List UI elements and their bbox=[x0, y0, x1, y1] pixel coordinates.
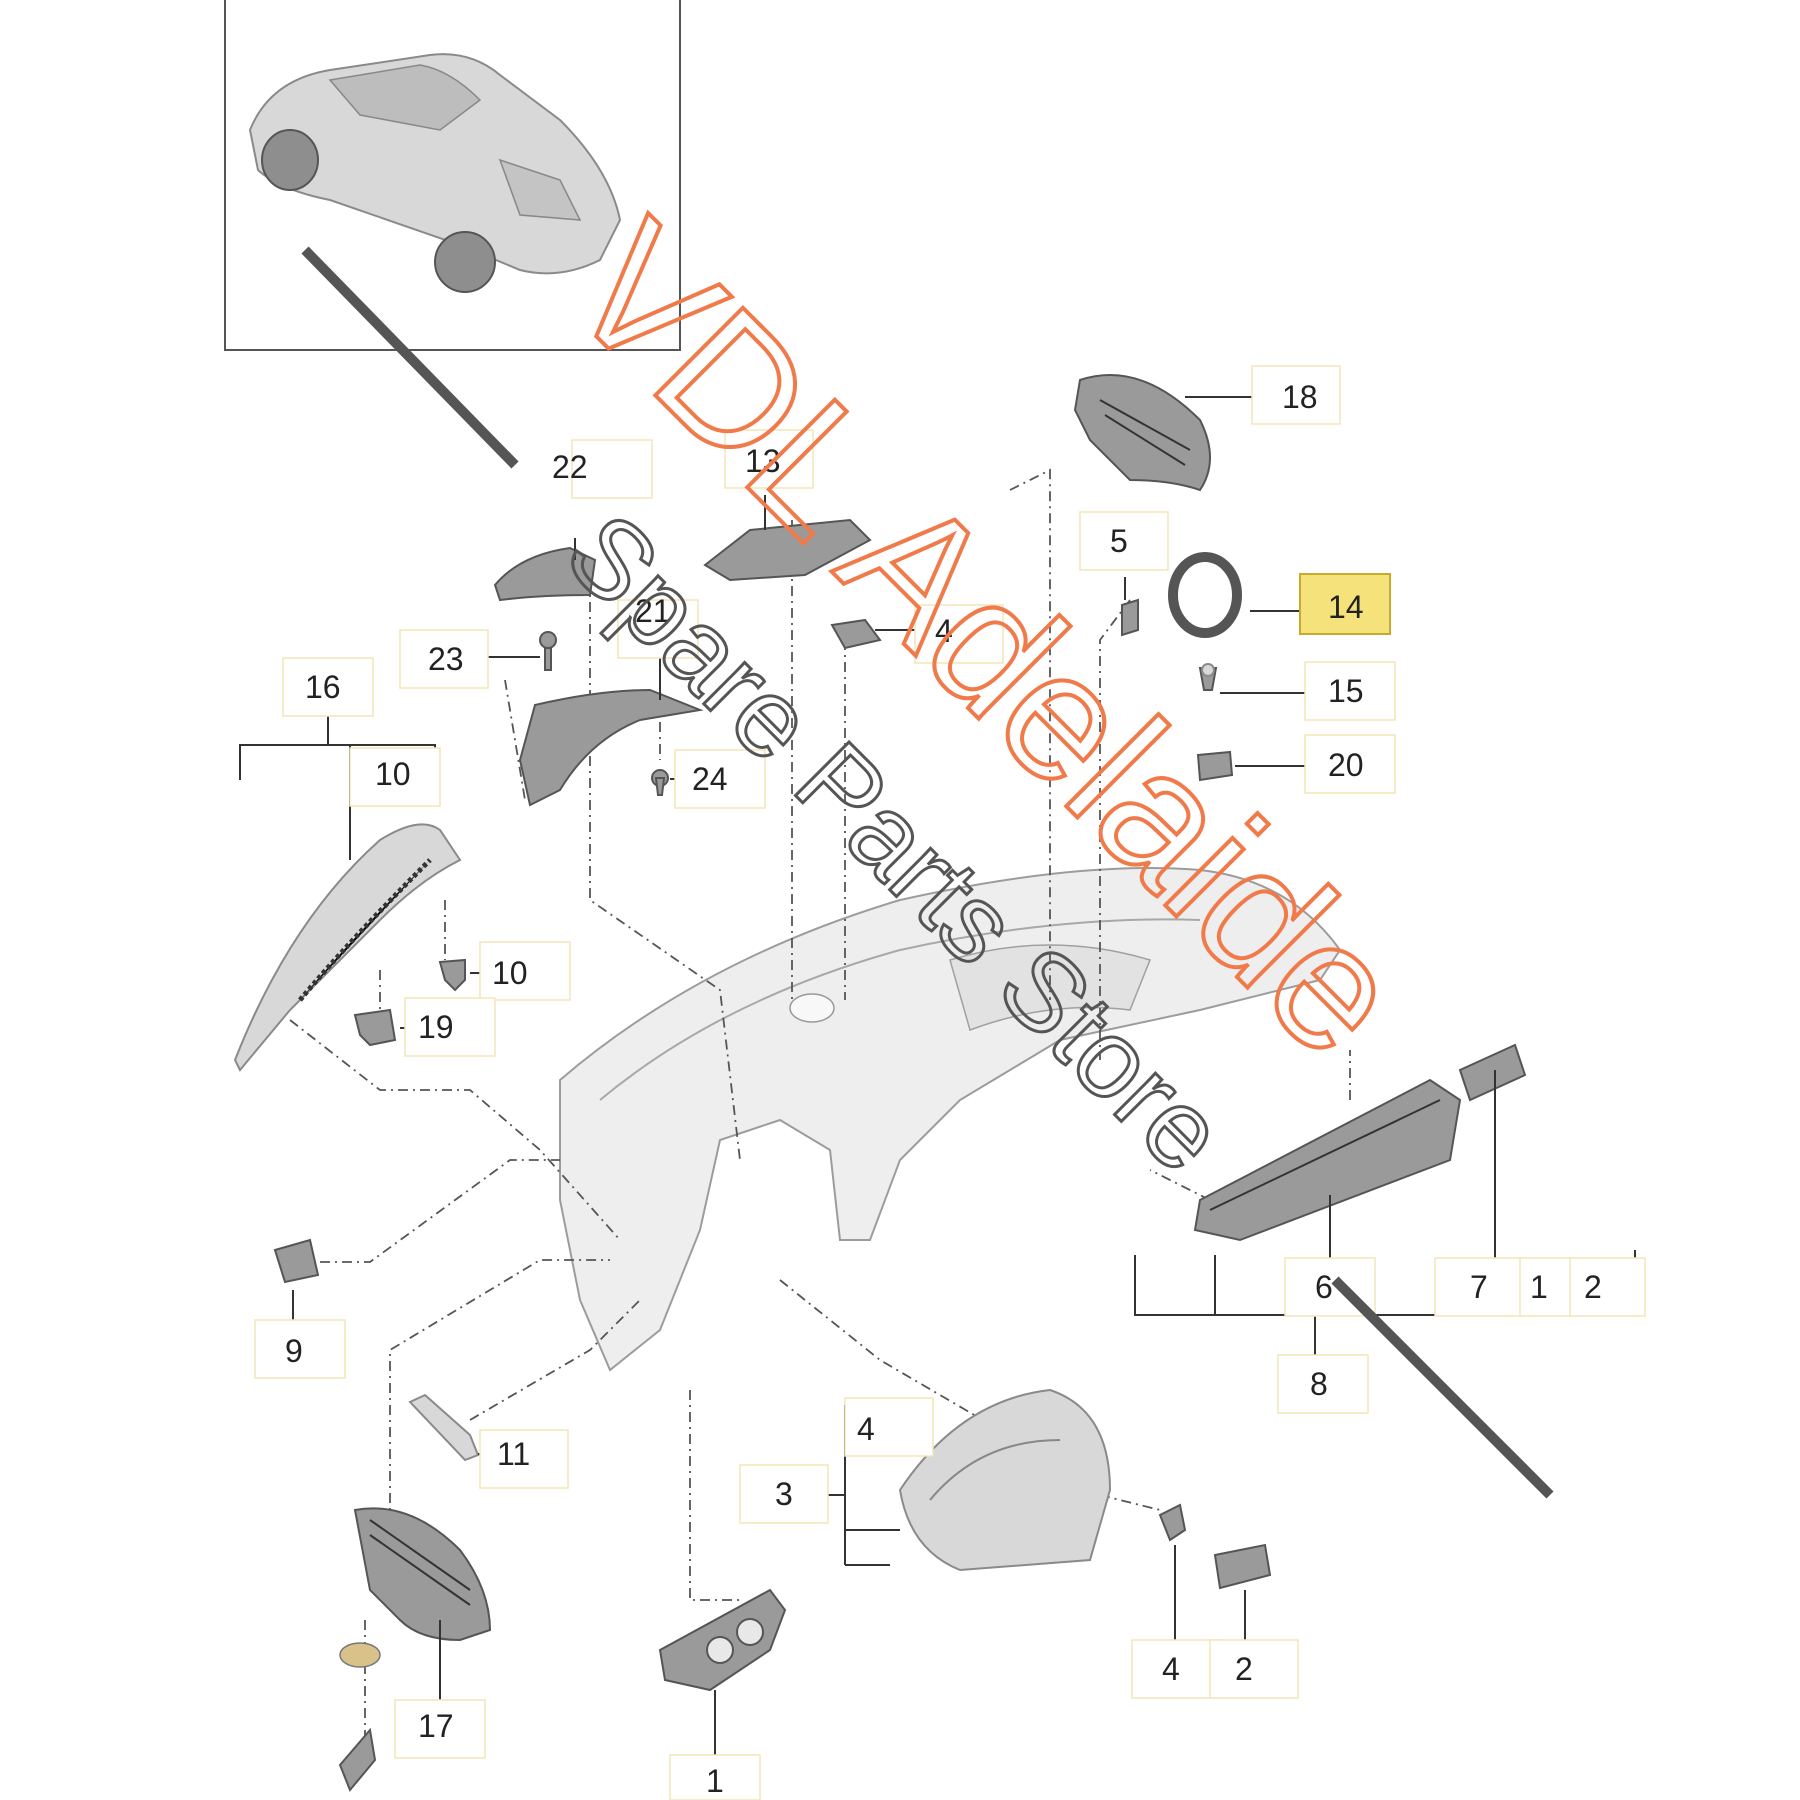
part-13-cover bbox=[703, 518, 872, 582]
vehicle-thumbnail bbox=[224, 0, 681, 351]
callout-3: 3 bbox=[775, 1476, 793, 1512]
part-11-bracket bbox=[408, 1393, 480, 1462]
callout-24: 24 bbox=[692, 761, 728, 797]
callout-20: 20 bbox=[1328, 747, 1364, 783]
callout-17: 17 bbox=[418, 1708, 454, 1744]
part-4-clip-lower bbox=[1158, 1503, 1187, 1542]
part-5-clip bbox=[1121, 598, 1139, 637]
part-23-screw bbox=[539, 631, 557, 671]
watermark-strokes bbox=[301, 246, 1554, 1499]
part-6-glovebox bbox=[1193, 1078, 1462, 1242]
callout-6: 6 bbox=[1315, 1269, 1333, 1305]
callout-7: 7 bbox=[1470, 1269, 1488, 1305]
part-14-ring bbox=[1168, 552, 1242, 638]
callout-15: 15 bbox=[1328, 673, 1364, 709]
part-15-screw bbox=[1198, 663, 1218, 691]
part-1-bezel bbox=[658, 1588, 787, 1692]
callout-22: 22 bbox=[552, 449, 588, 485]
part-4-clip-upper bbox=[830, 618, 882, 650]
assembly-lines bbox=[289, 468, 1351, 1740]
part-9-piece bbox=[273, 1238, 320, 1284]
callout-9: 9 bbox=[285, 1333, 303, 1369]
callout-4-upper: 4 bbox=[935, 613, 953, 649]
part-7-trim bbox=[1458, 1043, 1527, 1102]
callout-4-lower: 4 bbox=[1162, 1651, 1180, 1687]
part-21-trim bbox=[518, 688, 704, 807]
callouts: 18 22 13 5 14 4 21 23 15 16 20 24 10 10 … bbox=[254, 365, 1646, 1800]
callout-1-bottom: 1 bbox=[706, 1763, 724, 1799]
callout-1-right: 1 bbox=[1530, 1269, 1548, 1305]
callout-2-lower: 2 bbox=[1235, 1651, 1253, 1687]
callout-18: 18 bbox=[1282, 379, 1318, 415]
callout-11: 11 bbox=[497, 1436, 530, 1472]
part-22-cover bbox=[493, 546, 597, 602]
callout-4-mid: 4 bbox=[857, 1411, 875, 1447]
part-10-clip bbox=[438, 958, 466, 992]
callout-5: 5 bbox=[1110, 523, 1128, 559]
part-17-vent bbox=[338, 1507, 492, 1792]
part-2-switch-lower bbox=[1213, 1543, 1272, 1590]
callout-16: 16 bbox=[305, 669, 341, 705]
callout-23: 23 bbox=[428, 641, 464, 677]
callout-14: 14 bbox=[1328, 589, 1364, 625]
callout-21: 21 bbox=[635, 593, 671, 629]
callout-8: 8 bbox=[1310, 1366, 1328, 1402]
part-24-screw bbox=[651, 769, 669, 796]
callout-10-upper: 10 bbox=[375, 756, 411, 792]
part-20-clip bbox=[1196, 750, 1234, 782]
part-19-clip bbox=[353, 1008, 397, 1047]
callout-10-lower: 10 bbox=[492, 955, 528, 991]
callout-19: 19 bbox=[418, 1009, 454, 1045]
callout-2-right: 2 bbox=[1584, 1269, 1602, 1305]
part-10-side-vent bbox=[233, 823, 462, 1072]
part-18-vent bbox=[1073, 374, 1211, 492]
part-3-instrument-cover bbox=[898, 1388, 1112, 1572]
callout-13: 13 bbox=[745, 443, 781, 479]
